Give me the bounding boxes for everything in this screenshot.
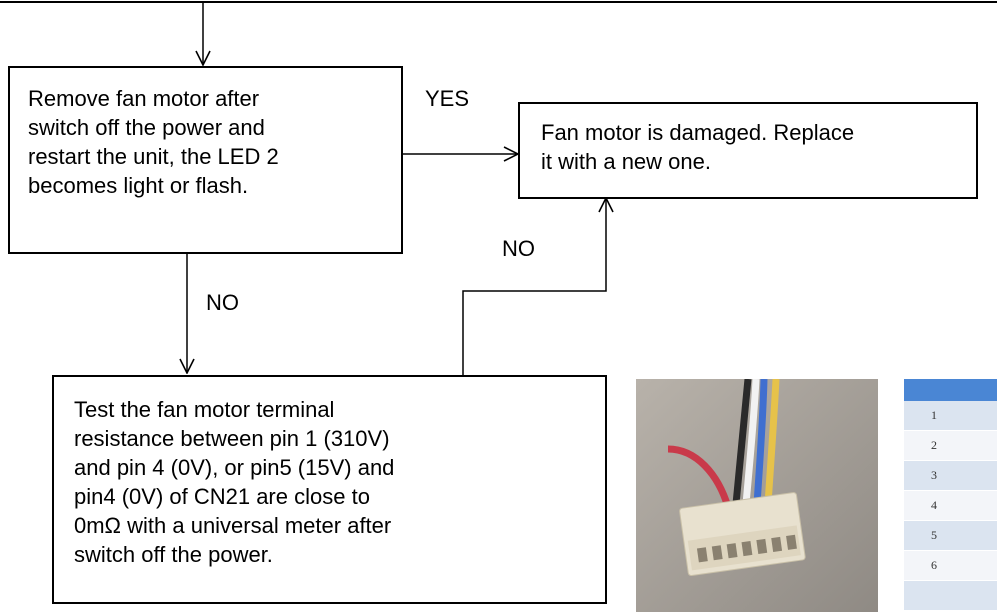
no-label-up: NO: [502, 236, 535, 262]
fan-motor-connector-photo: [636, 379, 878, 612]
pin-number: 4: [904, 498, 964, 513]
pin-table-row: 3: [904, 461, 997, 491]
pin-table-row: 5: [904, 521, 997, 551]
no-label-down: NO: [206, 290, 239, 316]
fan-motor-damaged-text: Fan motor is damaged. Replace it with a …: [541, 118, 976, 176]
pin-table-row: 2: [904, 431, 997, 461]
yes-label: YES: [425, 86, 469, 112]
no-arrow-up: [463, 198, 606, 377]
pin-table-row: 1: [904, 401, 997, 431]
test-resistance-text: Test the fan motor terminal resistance b…: [74, 395, 605, 569]
pin-table-crop: 1 2 3 4 5 6: [904, 379, 997, 612]
fan-motor-damaged-box: Fan motor is damaged. Replace it with a …: [518, 102, 978, 199]
pin-number: 6: [904, 558, 964, 573]
test-resistance-box: Test the fan motor terminal resistance b…: [52, 375, 607, 604]
pin-number: 1: [904, 408, 964, 423]
remove-fan-motor-box: Remove fan motor after switch off the po…: [8, 66, 403, 254]
remove-fan-motor-text: Remove fan motor after switch off the po…: [28, 84, 401, 200]
pin-number: 3: [904, 468, 964, 483]
pin-table-row: 6: [904, 551, 997, 581]
pin-number: 5: [904, 528, 964, 543]
pin-table-row: 4: [904, 491, 997, 521]
pin-number: 2: [904, 438, 964, 453]
pin-table-header: [904, 379, 997, 401]
pin-table-row: [904, 581, 997, 611]
